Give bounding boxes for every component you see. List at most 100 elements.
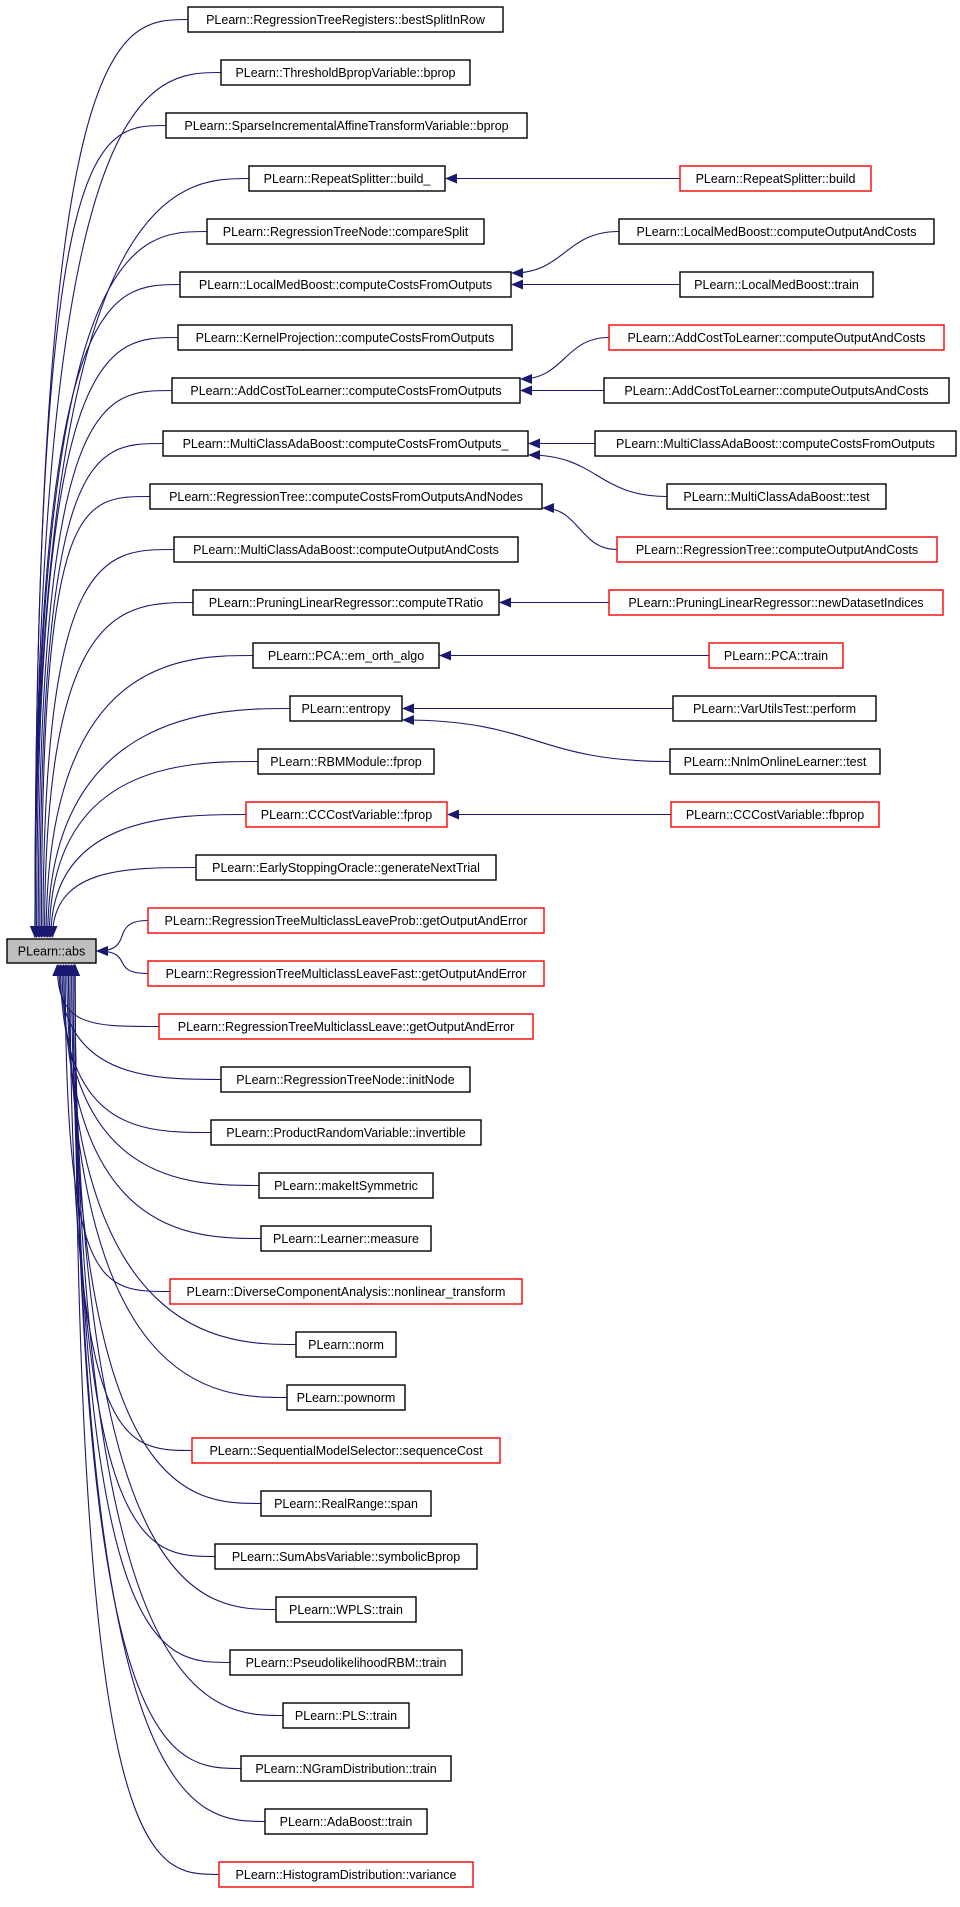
- node-box[interactable]: [616, 536, 938, 563]
- node-box[interactable]: [286, 1384, 406, 1411]
- node-ngram-distribution-train[interactable]: PLearn::NGramDistribution::train: [240, 1755, 452, 1782]
- node-regression-tree-multiclass-leave-fast-get-output-and-error[interactable]: PLearn::RegressionTreeMulticlassLeaveFas…: [147, 960, 545, 987]
- node-regression-tree-node-compare-split[interactable]: PLearn::RegressionTreeNode::compareSplit: [206, 218, 485, 245]
- node-multi-class-ada-boost-compute-costs-from-outputs[interactable]: PLearn::MultiClassAdaBoost::computeCosts…: [162, 430, 529, 457]
- node-pca-em-orth-algo[interactable]: PLearn::PCA::em_orth_algo: [252, 642, 440, 669]
- node-pca-train[interactable]: PLearn::PCA::train: [708, 642, 844, 669]
- node-real-range-span[interactable]: PLearn::RealRange::span: [260, 1490, 432, 1517]
- node-wpls-train[interactable]: PLearn::WPLS::train: [275, 1596, 417, 1623]
- node-box[interactable]: [218, 1861, 474, 1888]
- node-repeat-splitter-build[interactable]: PLearn::RepeatSplitter::build_: [248, 165, 446, 192]
- node-box[interactable]: [195, 854, 497, 881]
- node-box[interactable]: [187, 6, 504, 33]
- node-box[interactable]: [603, 377, 950, 404]
- node-box[interactable]: [179, 271, 512, 298]
- node-box[interactable]: [669, 748, 881, 775]
- node-regression-tree-node-init-node[interactable]: PLearn::RegressionTreeNode::initNode: [220, 1066, 471, 1093]
- node-box[interactable]: [264, 1808, 428, 1835]
- node-make-it-symmetric[interactable]: PLearn::makeItSymmetric: [258, 1172, 434, 1199]
- node-early-stopping-oracle-generate-next-trial[interactable]: PLearn::EarlyStoppingOracle::generateNex…: [195, 854, 497, 881]
- node-cccost-variable-fprop[interactable]: PLearn::CCCostVariable::fprop: [245, 801, 448, 828]
- node-local-med-boost-compute-costs-from-outputs[interactable]: PLearn::LocalMedBoost::computeCostsFromO…: [179, 271, 512, 298]
- node-multi-class-ada-boost-compute-costs-from-outputs[interactable]: PLearn::MultiClassAdaBoost::computeCosts…: [594, 430, 957, 457]
- node-diverse-component-analysis-nonlinear-transform[interactable]: PLearn::DiverseComponentAnalysis::nonlin…: [169, 1278, 523, 1305]
- node-box[interactable]: [679, 165, 872, 192]
- node-multi-class-ada-boost-test[interactable]: PLearn::MultiClassAdaBoost::test: [666, 483, 887, 510]
- node-box[interactable]: [240, 1755, 452, 1782]
- node-regression-tree-multiclass-leave-prob-get-output-and-error[interactable]: PLearn::RegressionTreeMulticlassLeavePro…: [147, 907, 545, 934]
- node-rbmmodule-fprop[interactable]: PLearn::RBMModule::fprop: [257, 748, 435, 775]
- node-box[interactable]: [260, 1490, 432, 1517]
- node-box[interactable]: [679, 271, 874, 298]
- node-box[interactable]: [162, 430, 529, 457]
- node-entropy[interactable]: PLearn::entropy: [289, 695, 403, 722]
- node-box[interactable]: [245, 801, 448, 828]
- node-box[interactable]: [229, 1649, 463, 1676]
- node-cccost-variable-fbprop[interactable]: PLearn::CCCostVariable::fbprop: [670, 801, 880, 828]
- node-box[interactable]: [708, 642, 844, 669]
- node-box[interactable]: [158, 1013, 534, 1040]
- node-nnlm-online-learner-test[interactable]: PLearn::NnlmOnlineLearner::test: [669, 748, 881, 775]
- node-regression-tree-multiclass-leave-get-output-and-error[interactable]: PLearn::RegressionTreeMulticlassLeave::g…: [158, 1013, 534, 1040]
- node-box[interactable]: [210, 1119, 482, 1146]
- node-box[interactable]: [147, 907, 545, 934]
- node-ada-boost-train[interactable]: PLearn::AdaBoost::train: [264, 1808, 428, 1835]
- node-add-cost-to-learner-compute-output-and-costs[interactable]: PLearn::AddCostToLearner::computeOutputA…: [608, 324, 945, 351]
- node-histogram-distribution-variance[interactable]: PLearn::HistogramDistribution::variance: [218, 1861, 474, 1888]
- node-box[interactable]: [282, 1702, 410, 1729]
- edge-pca-em-orth-algo-to-abs: [41, 654, 254, 938]
- node-learner-measure[interactable]: PLearn::Learner::measure: [260, 1225, 432, 1252]
- node-box[interactable]: [192, 589, 500, 616]
- node-box[interactable]: [171, 377, 521, 404]
- current-node-abs: PLearn::abs: [6, 938, 97, 964]
- node-regression-tree-compute-output-and-costs[interactable]: PLearn::RegressionTree::computeOutputAnd…: [616, 536, 938, 563]
- node-regression-tree-compute-costs-from-outputs-and-nodes[interactable]: PLearn::RegressionTree::computeCostsFrom…: [149, 483, 543, 510]
- node-box[interactable]: [608, 324, 945, 351]
- node-add-cost-to-learner-compute-costs-from-outputs[interactable]: PLearn::AddCostToLearner::computeCostsFr…: [171, 377, 521, 404]
- node-add-cost-to-learner-compute-outputs-and-costs[interactable]: PLearn::AddCostToLearner::computeOutputs…: [603, 377, 950, 404]
- node-box[interactable]: [252, 642, 440, 669]
- node-local-med-boost-train[interactable]: PLearn::LocalMedBoost::train: [679, 271, 874, 298]
- node-box[interactable]: [608, 589, 944, 616]
- node-repeat-splitter-build[interactable]: PLearn::RepeatSplitter::build: [679, 165, 872, 192]
- node-box[interactable]: [173, 536, 519, 563]
- node-box[interactable]: [618, 218, 935, 245]
- node-box[interactable]: [191, 1437, 501, 1464]
- node-box[interactable]: [258, 1172, 434, 1199]
- node-sequential-model-selector-sequence-cost[interactable]: PLearn::SequentialModelSelector::sequenc…: [191, 1437, 501, 1464]
- node-norm[interactable]: PLearn::norm: [295, 1331, 397, 1358]
- node-box[interactable]: [248, 165, 446, 192]
- node-box[interactable]: [666, 483, 887, 510]
- node-var-utils-test-perform[interactable]: PLearn::VarUtilsTest::perform: [672, 695, 877, 722]
- node-threshold-bprop-variable-bprop[interactable]: PLearn::ThresholdBpropVariable::bprop: [220, 59, 471, 86]
- node-sparse-incremental-affine-transform-variable-bprop[interactable]: PLearn::SparseIncrementalAffineTransform…: [165, 112, 528, 139]
- node-box[interactable]: [295, 1331, 397, 1358]
- node-pls-train[interactable]: PLearn::PLS::train: [282, 1702, 410, 1729]
- node-multi-class-ada-boost-compute-output-and-costs[interactable]: PLearn::MultiClassAdaBoost::computeOutpu…: [173, 536, 519, 563]
- node-box[interactable]: [149, 483, 543, 510]
- node-box[interactable]: [206, 218, 485, 245]
- node-regression-tree-registers-best-split-in-row[interactable]: PLearn::RegressionTreeRegisters::bestSpl…: [187, 6, 504, 33]
- node-pownorm[interactable]: PLearn::pownorm: [286, 1384, 406, 1411]
- node-box[interactable]: [214, 1543, 478, 1570]
- node-product-random-variable-invertible[interactable]: PLearn::ProductRandomVariable::invertibl…: [210, 1119, 482, 1146]
- node-box[interactable]: [220, 1066, 471, 1093]
- node-pruning-linear-regressor-new-dataset-indices[interactable]: PLearn::PruningLinearRegressor::newDatas…: [608, 589, 944, 616]
- node-pruning-linear-regressor-compute-tratio[interactable]: PLearn::PruningLinearRegressor::computeT…: [192, 589, 500, 616]
- node-local-med-boost-compute-output-and-costs[interactable]: PLearn::LocalMedBoost::computeOutputAndC…: [618, 218, 935, 245]
- node-box[interactable]: [220, 59, 471, 86]
- node-box[interactable]: [147, 960, 545, 987]
- node-box[interactable]: [275, 1596, 417, 1623]
- node-box[interactable]: [165, 112, 528, 139]
- node-box[interactable]: [289, 695, 403, 722]
- node-box[interactable]: [672, 695, 877, 722]
- node-kernel-projection-compute-costs-from-outputs[interactable]: PLearn::KernelProjection::computeCostsFr…: [177, 324, 513, 351]
- node-sum-abs-variable-symbolic-bprop[interactable]: PLearn::SumAbsVariable::symbolicBprop: [214, 1543, 478, 1570]
- node-box[interactable]: [260, 1225, 432, 1252]
- node-box[interactable]: [169, 1278, 523, 1305]
- node-box[interactable]: [670, 801, 880, 828]
- node-box[interactable]: [594, 430, 957, 457]
- node-box[interactable]: [257, 748, 435, 775]
- node-box[interactable]: [177, 324, 513, 351]
- node-pseudolikelihood-rbm-train[interactable]: PLearn::PseudolikelihoodRBM::train: [229, 1649, 463, 1676]
